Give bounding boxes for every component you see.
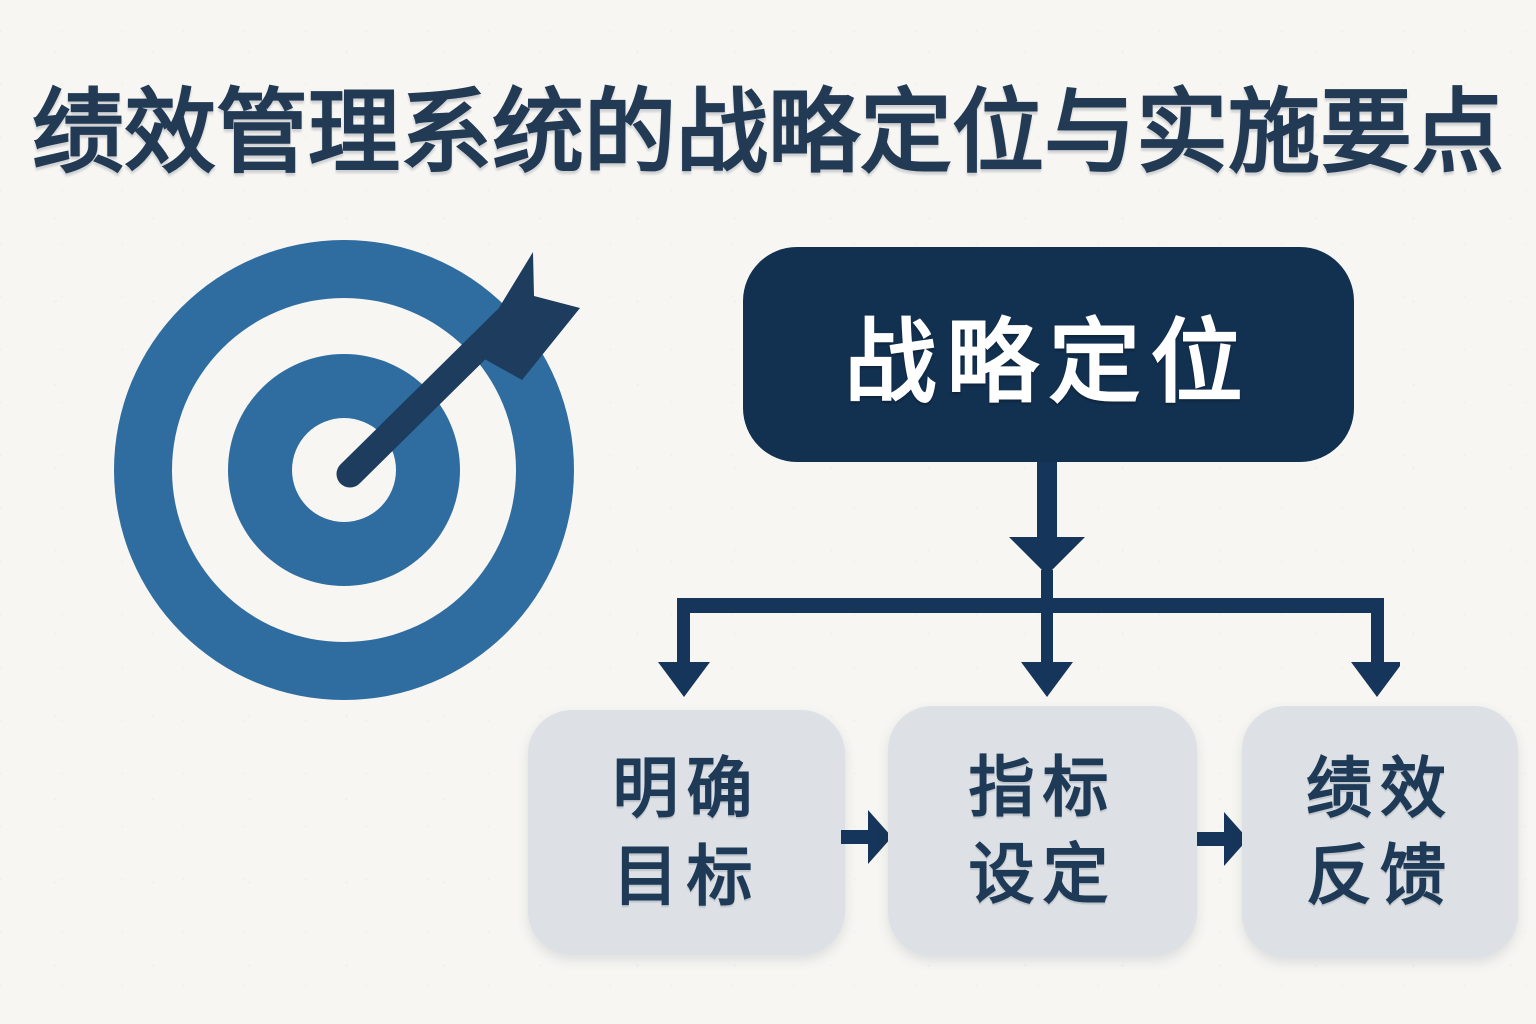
child-node-label-line: 绩效 [1306, 750, 1454, 825]
child-node-label-line: 目标 [612, 838, 761, 913]
bullseye-dart-icon [114, 240, 580, 700]
right-arrow-icon [1197, 812, 1248, 866]
child-node-clear-goals: 明确 目标 [528, 710, 845, 955]
child-node-label-line: 设定 [968, 837, 1117, 911]
right-arrow-icon [841, 810, 892, 864]
page-title: 绩效管理系统的战略定位与实施要点 [31, 82, 1504, 184]
root-node-label: 战略定位 [844, 312, 1253, 414]
root-node-strategic-positioning: 战略定位 [743, 247, 1354, 462]
child-node-label-line: 明确 [612, 751, 761, 826]
child-node-performance-feedback: 绩效 反馈 [1242, 706, 1518, 958]
tree-connector-arrows [658, 462, 1400, 697]
child-node-label-line: 指标 [968, 749, 1117, 824]
child-node-indicator-setting: 指标 设定 [888, 706, 1197, 956]
child-node-label-line: 反馈 [1306, 838, 1454, 912]
